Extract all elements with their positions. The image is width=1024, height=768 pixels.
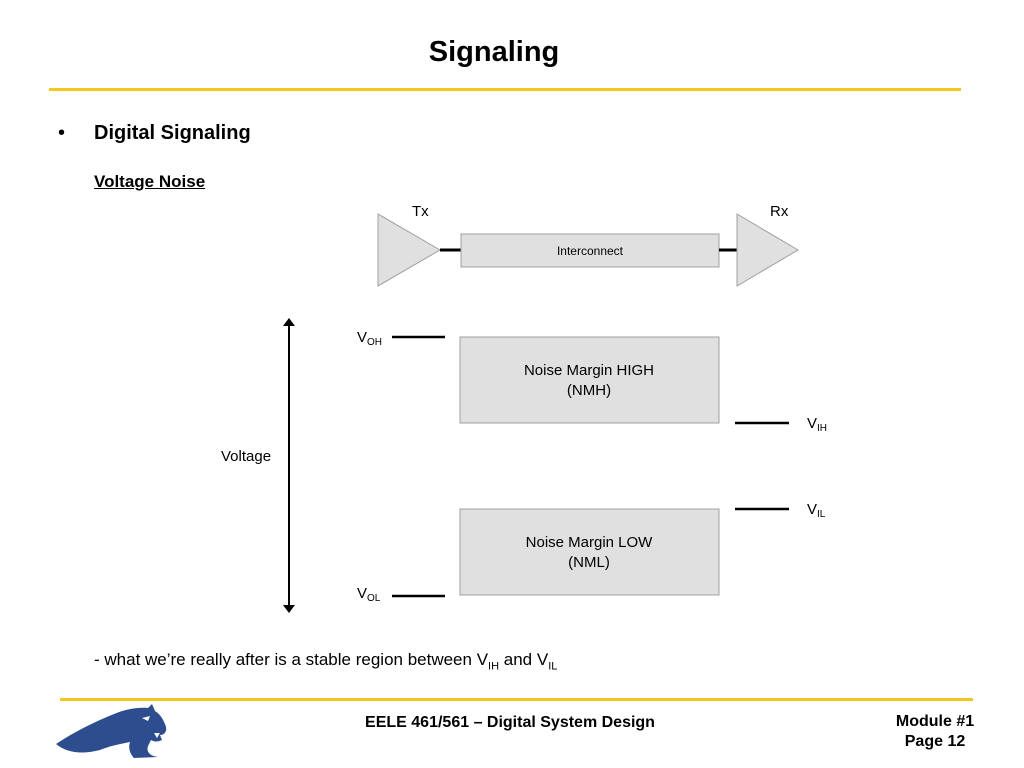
voltage-axis-label: Voltage: [221, 448, 271, 465]
vol-label: VOL: [357, 585, 381, 604]
voltage-noise-diagram: Tx Interconnect Rx Voltage VOH Noise Mar…: [221, 203, 827, 613]
footer-module-info: Module #1 Page 12: [880, 712, 990, 752]
slide-title: Signaling: [428, 36, 560, 68]
voh-label: VOH: [357, 329, 382, 348]
footer-divider: [60, 698, 973, 701]
footer-page: Page 12: [904, 733, 966, 750]
axis-arrowhead-down: [283, 605, 295, 613]
nmh-label-line2: (NMH): [567, 382, 611, 399]
bullet-glyph: •: [58, 122, 66, 144]
interconnect-box: [460, 233, 720, 268]
interconnect-label: Interconnect: [557, 244, 624, 258]
section-heading: Digital Signaling: [94, 122, 251, 144]
nml-label-line2: (NML): [568, 554, 610, 571]
noise-margin-high-box: [459, 336, 720, 424]
section-subheading: Voltage Noise: [94, 172, 206, 191]
rx-buffer-triangle: [736, 213, 799, 287]
rx-label: Rx: [770, 203, 789, 220]
nmh-label-line1: Noise Margin HIGH: [524, 362, 654, 379]
bobcat-logo-icon: [56, 704, 167, 758]
tx-label: Tx: [412, 203, 429, 220]
tx-buffer-triangle: [377, 213, 441, 287]
nml-label-line1: Noise Margin LOW: [526, 534, 654, 551]
vih-label: VIH: [807, 415, 827, 434]
title-divider: [49, 88, 961, 91]
footer-course-title: EELE 461/561 – Digital System Design: [365, 714, 655, 731]
footer-module: Module #1: [895, 713, 975, 730]
noise-margin-low-box: [459, 508, 720, 596]
axis-arrowhead-up: [283, 318, 295, 326]
note-text: - what we’re really after is a stable re…: [94, 650, 558, 673]
vil-label: VIL: [807, 501, 826, 520]
